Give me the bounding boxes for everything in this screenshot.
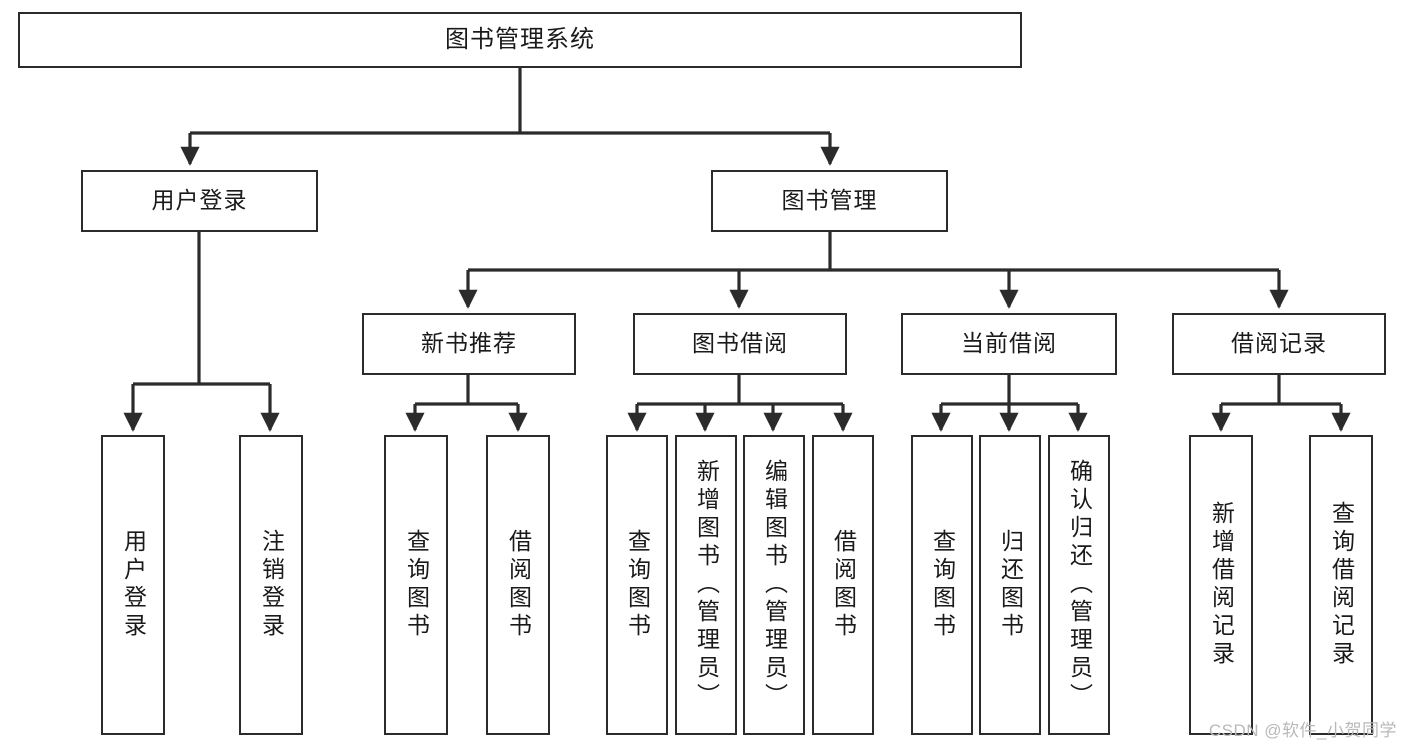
node-user-login[interactable]: 用户登录: [81, 170, 318, 232]
node-label: 查询图书: [929, 529, 956, 641]
node-book-manage[interactable]: 图书管理: [711, 170, 948, 232]
node-leaf-query-book-borrow[interactable]: 查询图书: [606, 435, 668, 735]
node-label: 编辑图书（管理员）: [761, 459, 788, 711]
node-label: 查询图书: [403, 529, 430, 641]
node-borrow-record[interactable]: 借阅记录: [1172, 313, 1386, 375]
node-root-system[interactable]: 图书管理系统: [18, 12, 1022, 68]
node-label: 新增图书（管理员）: [693, 459, 720, 711]
node-leaf-logout-login[interactable]: 注销登录: [239, 435, 303, 735]
node-leaf-edit-book-admin[interactable]: 编辑图书（管理员）: [743, 435, 805, 735]
node-label: 新书推荐: [421, 330, 517, 357]
node-label: 当前借阅: [961, 330, 1057, 357]
node-label: 图书管理: [781, 187, 878, 214]
node-leaf-borrow-book-borrow[interactable]: 借阅图书: [812, 435, 874, 735]
node-label: 注销登录: [258, 529, 285, 641]
node-leaf-add-borrow-record[interactable]: 新增借阅记录: [1189, 435, 1253, 735]
node-label: 用户登录: [151, 187, 248, 214]
node-label: 新增借阅记录: [1208, 501, 1235, 669]
node-label: 借阅图书: [505, 529, 532, 641]
node-label: 图书管理系统: [445, 25, 595, 53]
node-leaf-return-book[interactable]: 归还图书: [979, 435, 1041, 735]
csdn-watermark: CSDN @软件_小贺同学: [1208, 721, 1397, 740]
node-leaf-query-borrow-record[interactable]: 查询借阅记录: [1309, 435, 1373, 735]
node-leaf-query-book-recommend[interactable]: 查询图书: [384, 435, 448, 735]
node-label: 查询图书: [624, 529, 651, 641]
node-leaf-confirm-return-admin[interactable]: 确认归还（管理员）: [1048, 435, 1110, 735]
node-label: 归还图书: [997, 529, 1024, 641]
node-label: 用户登录: [120, 529, 147, 641]
node-new-book-recommend[interactable]: 新书推荐: [362, 313, 576, 375]
node-leaf-add-book-admin[interactable]: 新增图书（管理员）: [675, 435, 737, 735]
node-label: 借阅记录: [1231, 330, 1327, 357]
node-label: 图书借阅: [692, 330, 788, 357]
node-current-borrow[interactable]: 当前借阅: [901, 313, 1117, 375]
node-label: 借阅图书: [830, 529, 857, 641]
node-label: 查询借阅记录: [1328, 501, 1355, 669]
node-leaf-borrow-book-recommend[interactable]: 借阅图书: [486, 435, 550, 735]
node-label: 确认归还（管理员）: [1066, 459, 1093, 711]
node-leaf-query-book-current[interactable]: 查询图书: [911, 435, 973, 735]
node-leaf-user-login[interactable]: 用户登录: [101, 435, 165, 735]
node-book-borrow[interactable]: 图书借阅: [633, 313, 847, 375]
